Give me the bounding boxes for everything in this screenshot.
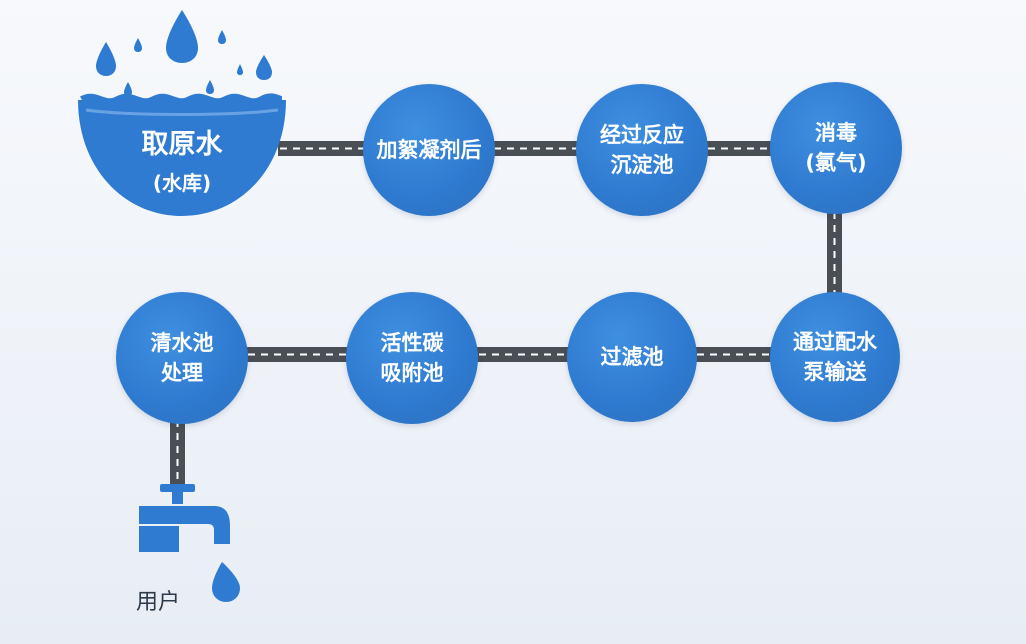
water-drop-icon (134, 38, 142, 52)
step-label-line1: 加絮凝剂后 (376, 138, 482, 162)
water-drop-icon (212, 562, 240, 602)
water-drop-icon (124, 82, 132, 96)
water-drop-icon (166, 10, 198, 63)
pipe-step7-to-tap (170, 418, 185, 490)
pipe-step6-to-step7 (246, 347, 350, 362)
source-subtitle: (水库) (152, 171, 212, 195)
step-label-line2: 处理 (161, 361, 203, 385)
pipe-stripes (176, 147, 836, 488)
step-clear-water-tank: 清水池 处理 (116, 292, 248, 424)
step-sedimentation: 经过反应 沉淀池 (576, 84, 708, 216)
water-tap-icon (139, 484, 240, 602)
step-label-line1: 通过配水 (793, 330, 877, 354)
step-label-line2: 泵输送 (803, 360, 867, 384)
step-label-line1: 活性碳 (380, 331, 444, 355)
step-filtration: 过滤池 (567, 292, 697, 422)
source-title: 取原水 (141, 129, 223, 160)
step-label-line1: 消毒 (815, 121, 857, 145)
step-label-line2: 吸附池 (380, 361, 444, 385)
step-flocculant: 加絮凝剂后 (363, 84, 495, 216)
step-disinfection: 消毒 (氯气) (770, 82, 902, 214)
water-drop-icon (206, 80, 214, 94)
water-drop-icon (218, 30, 226, 44)
water-drops (96, 10, 272, 96)
step-activated-carbon: 活性碳 吸附池 (346, 292, 478, 424)
water-drop-icon (256, 55, 272, 80)
water-drop-icon (237, 64, 243, 75)
step-label-line1: 清水池 (150, 331, 214, 355)
step-label-line1: 经过反应 (600, 123, 684, 147)
step-label-line1: 过滤池 (600, 345, 664, 369)
pipe-step2-to-step3 (706, 141, 780, 156)
source-reservoir: 取原水 (水库) (78, 98, 286, 216)
step-label-line2: 沉淀池 (610, 153, 674, 177)
step-label-line2: (氯气) (805, 151, 867, 175)
user-label: 用户 (136, 590, 181, 615)
water-drop-icon (96, 42, 116, 76)
water-bowl-icon (78, 93, 286, 216)
step-distribution-pump: 通过配水 泵输送 (770, 292, 900, 422)
